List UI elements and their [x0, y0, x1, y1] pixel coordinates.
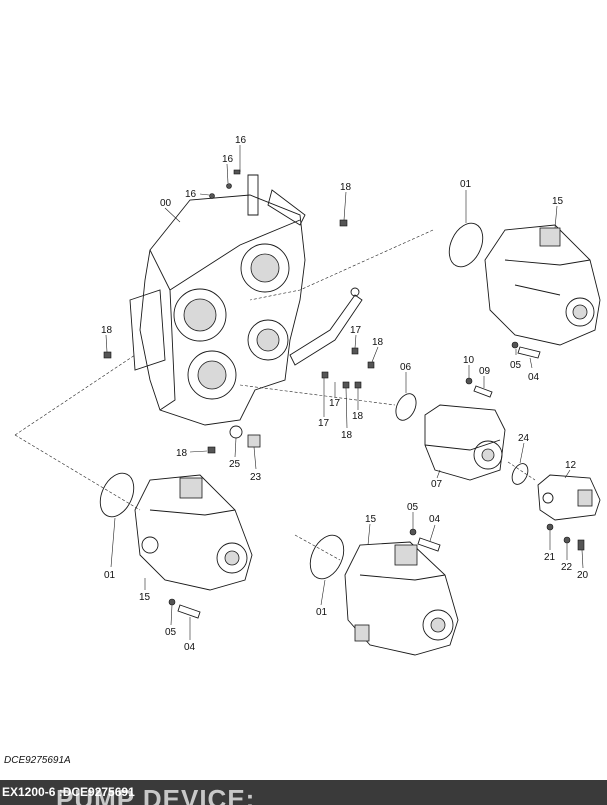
callout-10: 10: [463, 355, 475, 366]
leader-lines: [105, 145, 584, 640]
callout-16-top: 16: [235, 135, 247, 146]
callout-12: 12: [565, 460, 577, 471]
callout-21: 21: [544, 552, 556, 563]
drawing-code: DCE9275691A: [4, 755, 71, 766]
callout-18-lower-right: 18: [352, 411, 364, 422]
callouts: 16 16 16 00 18 01 15 18 17 18 05 04 10 0…: [101, 135, 589, 653]
callout-04-center: 04: [429, 514, 441, 525]
callout-05-top-right: 05: [510, 360, 522, 371]
o-ring: [395, 393, 417, 421]
callout-16-upper: 16: [222, 154, 234, 165]
callout-18-lower-mid: 18: [341, 430, 353, 441]
callout-17-lower-left: 17: [318, 418, 330, 429]
callout-20: 20: [577, 570, 589, 581]
callout-25: 25: [229, 459, 241, 470]
callout-15-top-right: 15: [552, 196, 564, 207]
callout-15-bottom-center: 15: [365, 514, 377, 525]
o-ring: [309, 534, 345, 580]
callout-00: 00: [160, 198, 172, 209]
exploded-parts-diagram: 16 16 16 00 18 01 15 18 17 18 05 04 10 0…: [14, 135, 601, 656]
callout-18-top: 18: [340, 182, 352, 193]
callout-04-lower-left: 04: [184, 642, 196, 653]
callout-24: 24: [518, 433, 530, 444]
callout-23: 23: [250, 472, 262, 483]
callout-06: 06: [400, 362, 412, 373]
footer-section-heading: PUMP DEVICE:: [56, 784, 256, 805]
footer-model-label: EX1200-6 :DCE9275691: [2, 785, 135, 799]
callout-18-right: 18: [372, 337, 384, 348]
callout-16-left: 16: [185, 189, 197, 200]
o-ring: [448, 222, 484, 268]
o-ring: [99, 472, 135, 518]
pump-gear-housing: [129, 174, 363, 426]
callout-05-center: 05: [407, 502, 419, 513]
callout-07: 07: [431, 479, 443, 490]
gear-pump: [537, 474, 601, 521]
callout-05-lower-left: 05: [165, 627, 177, 638]
assembly-lines: [14, 229, 536, 561]
callout-01-top-right: 01: [460, 179, 472, 190]
callout-17-upper: 17: [350, 325, 362, 336]
main-pump-lower-left: [134, 474, 253, 591]
callout-04-top-right: 04: [528, 372, 540, 383]
callout-09: 09: [479, 366, 491, 377]
hardware: [103, 169, 585, 619]
main-pump-bottom-center: [344, 541, 459, 656]
callout-18-left: 18: [101, 325, 113, 336]
pilot-pump: [424, 404, 506, 481]
callout-22: 22: [561, 562, 573, 573]
callout-15-lower-left: 15: [139, 592, 151, 603]
callout-01-bottom-center: 01: [316, 607, 328, 618]
callout-18-bottom: 18: [176, 448, 188, 459]
o-ring: [511, 463, 529, 485]
callout-01-lower-left: 01: [104, 570, 116, 581]
main-pump-top-right: [484, 224, 601, 346]
callout-17-lower-mid: 17: [329, 398, 341, 409]
footer-bar: PUMP DEVICE: EX1200-6 :DCE9275691: [0, 780, 607, 805]
